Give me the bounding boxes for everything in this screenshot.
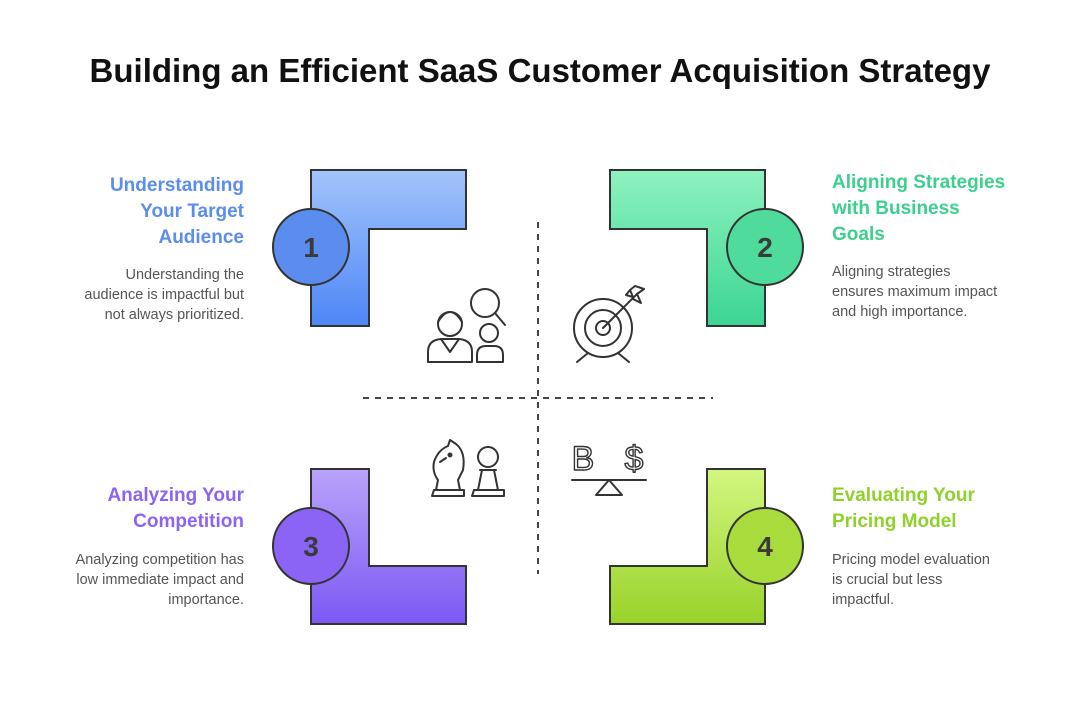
quadrant-1-desc-line-2: audience is impactful but [84, 287, 244, 303]
number-badge-1: 1 [272, 208, 350, 286]
quadrant-3-title-line-1: Analyzing Your [107, 485, 244, 506]
quadrant-1-title: Understanding Your Target Audience [40, 173, 244, 251]
quadrant-2-title-line-1: Aligning Strategies [832, 172, 1006, 193]
quadrant-2-desc-line-3: and high importance. [832, 304, 968, 320]
quadrant-2-description: Aligning strategies ensures maximum impa… [832, 262, 1067, 322]
quadrant-1-description: Understanding the audience is impactful … [24, 265, 244, 325]
quadrant-2-title-line-3: Goals [832, 224, 885, 245]
quadrant-4-desc-line-2: is crucial but less [832, 572, 943, 588]
quadrant-2-title-line-2: with Business [832, 198, 960, 219]
audience-icon [427, 288, 506, 363]
quadrant-4-description: Pricing model evaluation is crucial but … [832, 550, 1067, 610]
quadrant-1-desc-line-3: not always prioritized. [104, 307, 244, 323]
quadrant-2-shape [609, 169, 766, 327]
currency-balance-icon: B $ [571, 439, 647, 496]
quadrant-2-desc-line-2: ensures maximum impact [832, 284, 998, 300]
quadrant-1-title-line-1: Understanding [109, 175, 244, 196]
svg-text:$: $ [625, 440, 644, 478]
quadrant-4-desc-line-3: impactful. [832, 592, 895, 608]
quadrant-4-title: Evaluating Your Pricing Model [832, 483, 1062, 535]
quadrant-1-shape [310, 169, 467, 327]
quadrant-2-desc-line-1: Aligning strategies [832, 264, 951, 280]
number-badge-3: 3 [272, 507, 350, 585]
target-icon [573, 285, 645, 363]
svg-text:2: 2 [757, 232, 773, 263]
quadrant-3-desc-line-3: importance. [168, 592, 244, 608]
chess-pieces-icon [431, 439, 505, 497]
number-badge-4: 4 [726, 507, 804, 585]
quadrant-2-title: Aligning Strategies with Business Goals [832, 170, 1062, 248]
svg-text:1: 1 [303, 232, 319, 263]
quadrant-3-title: Analyzing Your Competition [40, 483, 244, 535]
svg-text:4: 4 [757, 531, 773, 562]
svg-text:B: B [572, 440, 595, 478]
quadrant-3-desc-line-2: low immediate impact and [76, 572, 244, 588]
quadrant-3-shape [310, 468, 467, 625]
page-title: Building an Efficient SaaS Customer Acqu… [89, 52, 991, 89]
quadrant-3-desc-line-1: Analyzing competition has [75, 552, 244, 568]
quadrant-4-shape [609, 468, 766, 625]
quadrant-4-title-line-2: Pricing Model [832, 511, 957, 532]
quadrant-4-desc-line-1: Pricing model evaluation [832, 552, 990, 568]
quadrant-3-title-line-2: Competition [133, 511, 244, 532]
svg-text:3: 3 [303, 531, 319, 562]
quadrant-1-title-line-2: Your Target [140, 201, 244, 222]
quadrant-4-title-line-1: Evaluating Your [832, 485, 975, 506]
quadrant-3-description: Analyzing competition has low immediate … [24, 550, 244, 610]
quadrant-1-desc-line-1: Understanding the [125, 267, 245, 283]
number-badge-2: 2 [726, 208, 804, 286]
quadrant-1-title-line-3: Audience [158, 227, 244, 248]
